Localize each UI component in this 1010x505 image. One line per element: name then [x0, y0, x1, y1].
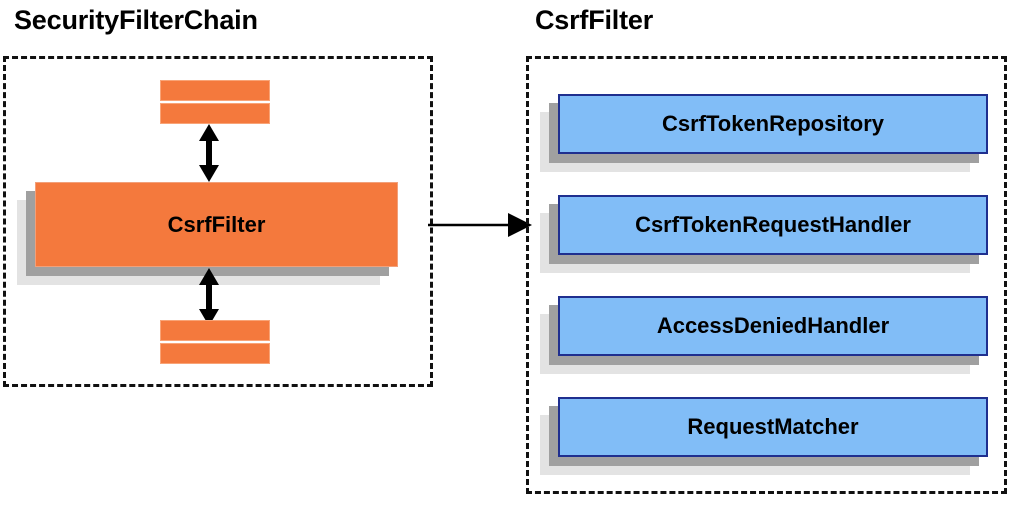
component-box-csrf-token-request-handler[interactable]: CsrfTokenRequestHandler — [558, 195, 988, 255]
component-box-csrf-token-repository[interactable]: CsrfTokenRepository — [558, 94, 988, 154]
filter-bar-gap-top — [160, 101, 270, 102]
component-label: RequestMatcher — [687, 414, 859, 439]
csrf-filter-box-label: CsrfFilter — [167, 211, 266, 237]
bidirectional-arrow-bottom — [199, 268, 219, 326]
component-box-access-denied-handler[interactable]: AccessDeniedHandler — [558, 296, 988, 356]
security-filter-chain-panel — [3, 56, 433, 387]
page-title-csrf-filter: CsrfFilter — [535, 5, 654, 35]
csrf-filter-components-panel — [526, 56, 1007, 494]
page-title-security-filter-chain: SecurityFilterChain — [14, 5, 258, 35]
filter-bar-gap-bottom — [160, 341, 270, 342]
filter-bar-top-2 — [160, 103, 270, 124]
component-label: AccessDeniedHandler — [656, 313, 890, 338]
component-label: CsrfTokenRequestHandler — [635, 212, 911, 237]
component-box-request-matcher[interactable]: RequestMatcher — [558, 397, 988, 457]
filter-bar-bottom-1 — [160, 320, 270, 341]
csrf-filter-box[interactable]: CsrfFilter — [35, 182, 398, 267]
expands-to-arrow — [428, 213, 532, 237]
bidirectional-arrow-top — [199, 124, 219, 182]
component-label: CsrfTokenRepository — [661, 111, 885, 136]
filter-bar-top-1 — [160, 80, 270, 101]
filter-bar-bottom-2 — [160, 343, 270, 364]
